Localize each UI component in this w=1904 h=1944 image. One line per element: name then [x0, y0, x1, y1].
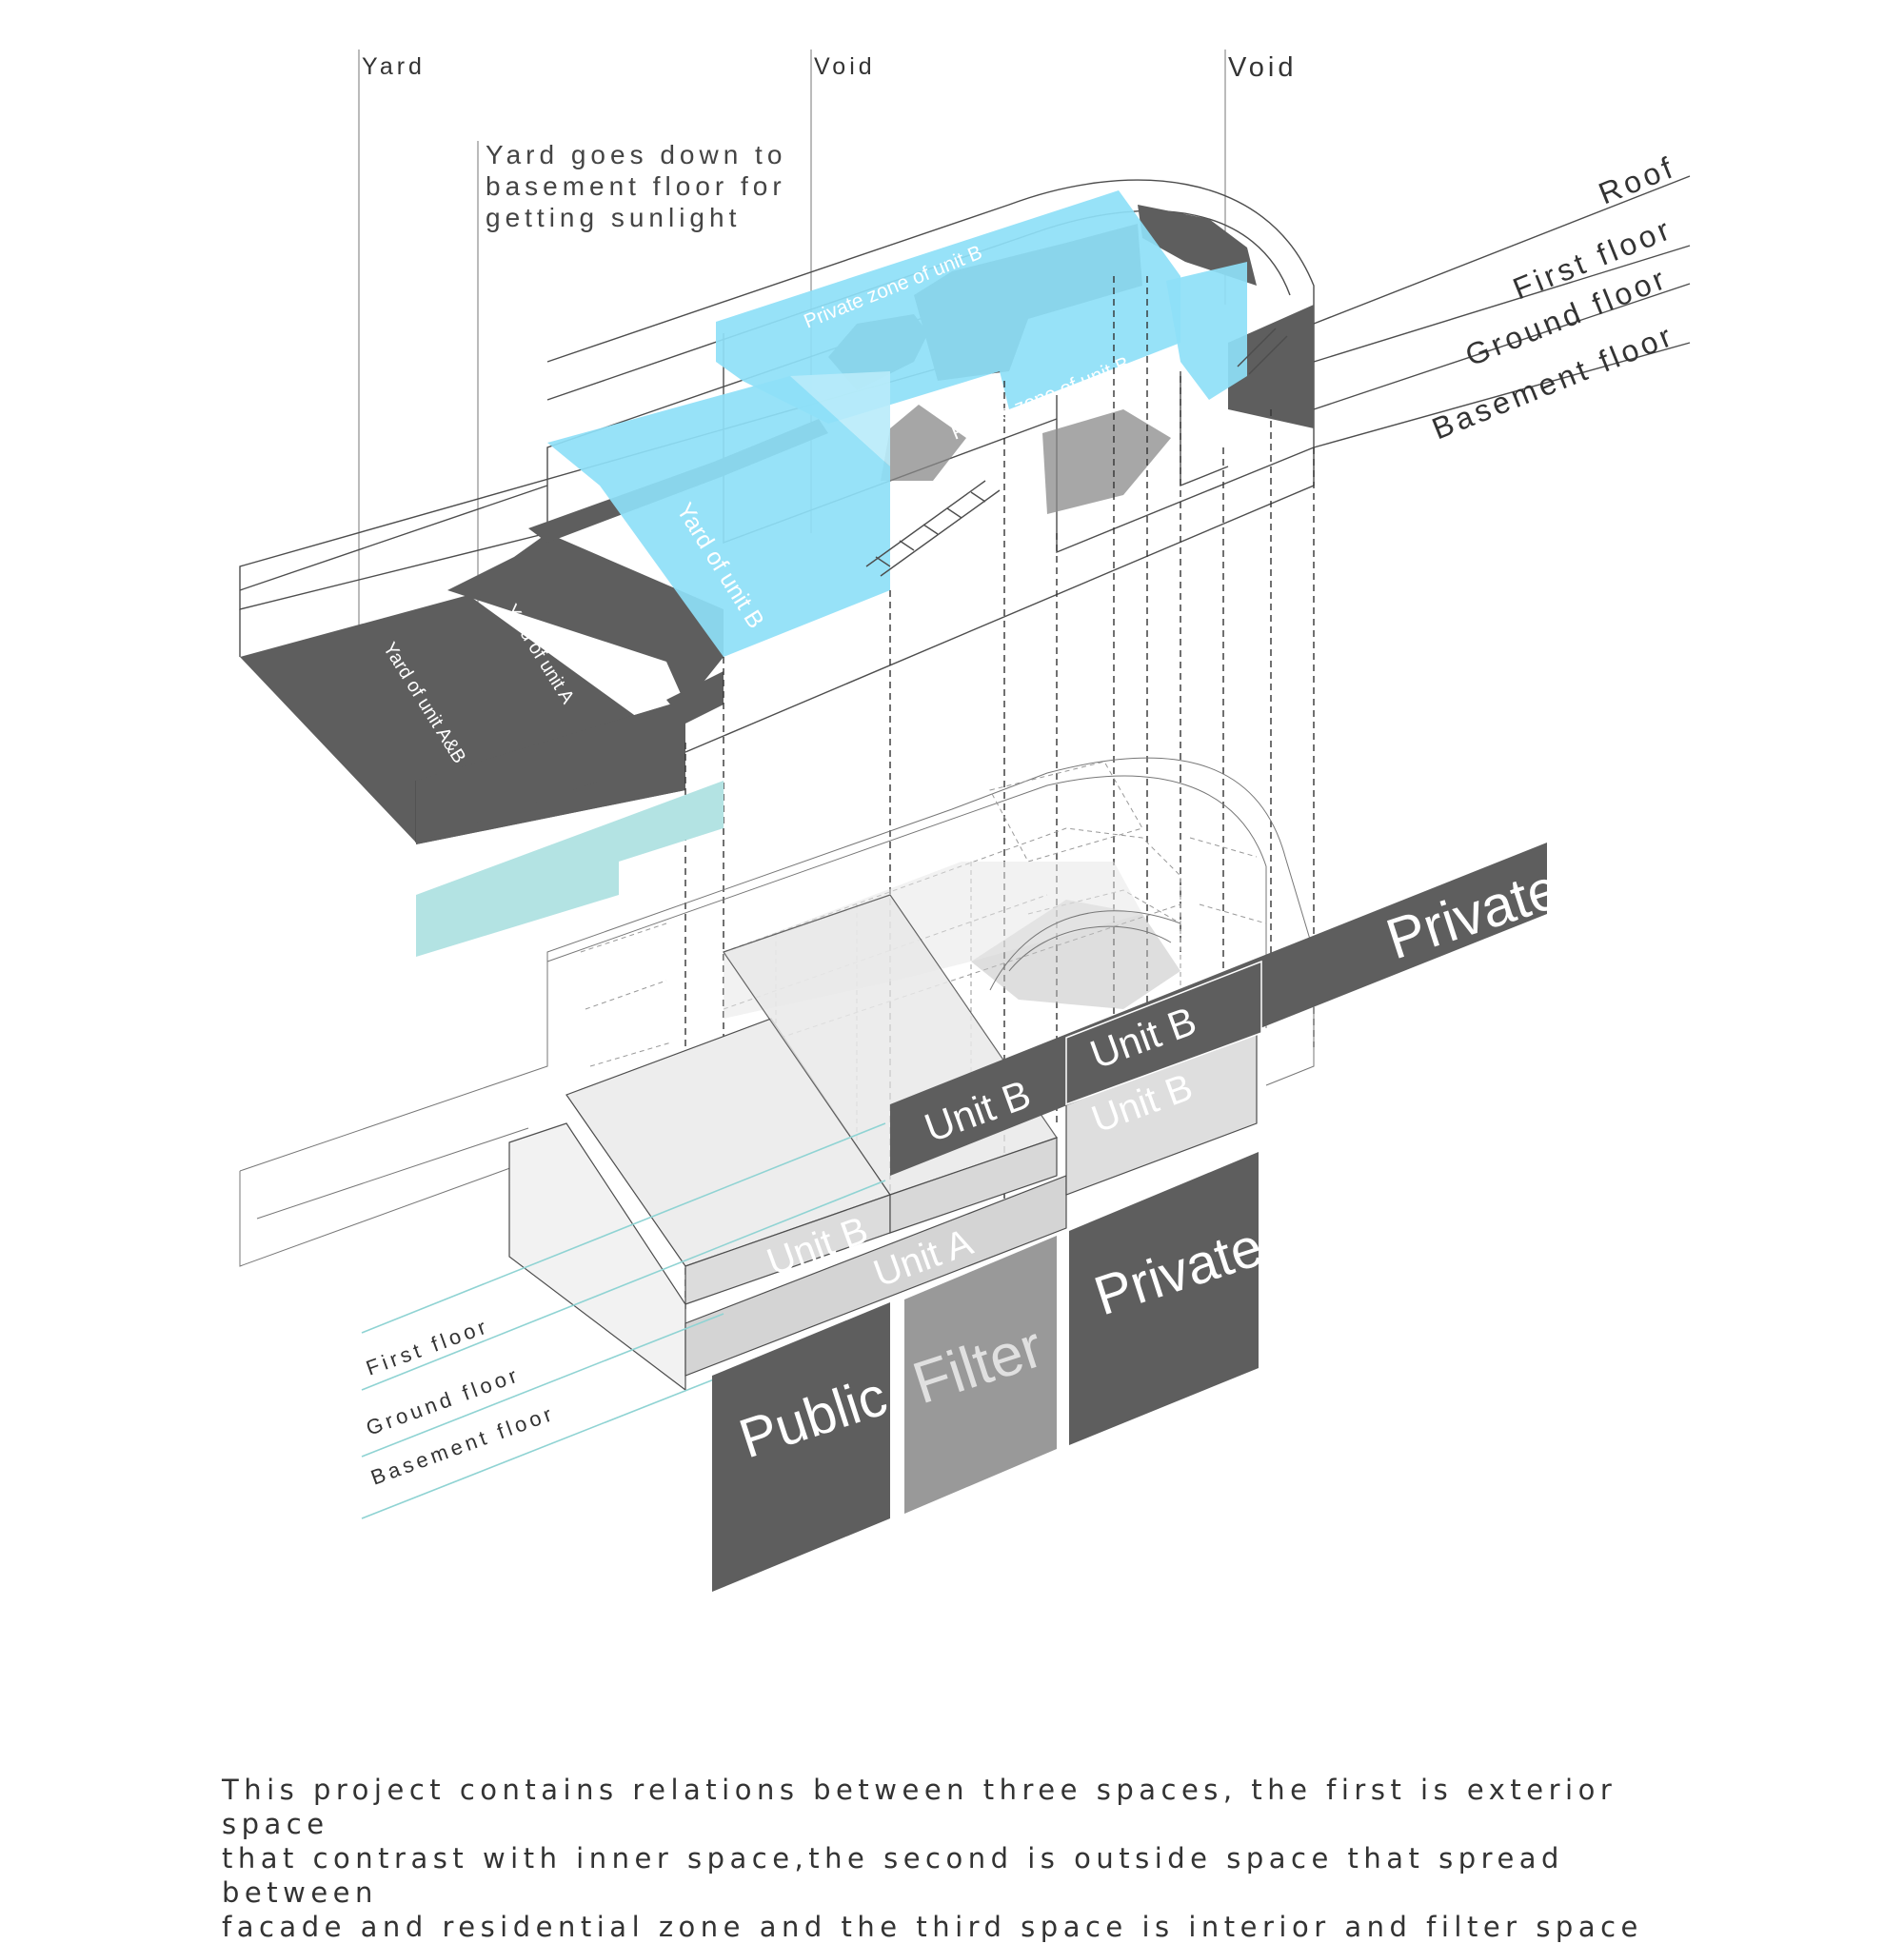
yard-note-line-3: getting sunlight: [486, 203, 741, 232]
lower-level-first-floor: First floor: [363, 1314, 492, 1380]
yard-note-line-1: Yard goes down to: [486, 140, 786, 169]
blue-zones: [547, 190, 1247, 657]
upper-level-labels: Roof First floor Ground floor Basement f…: [1427, 149, 1680, 446]
callout-void-left: Void: [814, 53, 876, 80]
callout-void-right: Void: [1228, 52, 1297, 83]
lower-level-lines: [361, 1122, 886, 1519]
staircase-right: [1237, 327, 1288, 375]
teal-slab: [416, 781, 724, 957]
zone-bars: [712, 1152, 1259, 1592]
staircase-center: [865, 480, 1001, 577]
yard-unit-ab-slab: [239, 595, 685, 844]
level-roof: Roof: [1594, 149, 1680, 211]
architecture-diagram: Yard Void Void Yard goes down to basemen…: [239, 50, 1691, 1592]
callout-yard: Yard: [362, 53, 426, 80]
lower-level-labels: First floor Ground floor Basement floor: [363, 1314, 558, 1490]
private-band: [890, 843, 1547, 1176]
description-caption: This project contains relations between …: [222, 1774, 1643, 1943]
yard-note-line-2: basement floor for: [486, 171, 786, 201]
